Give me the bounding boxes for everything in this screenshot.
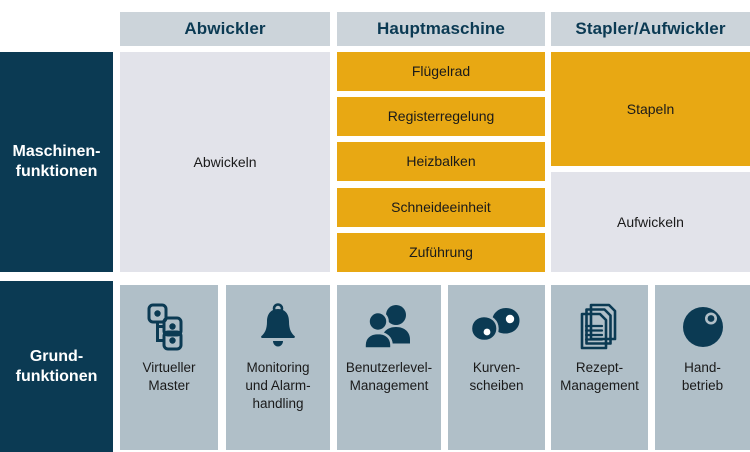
column-header-stapler-aufwickler: Stapler/Aufwickler [551, 12, 750, 46]
machine-function-label: Abwickeln [193, 153, 257, 170]
column-header-label: Stapler/Aufwickler [575, 19, 726, 38]
basic-function-kurvenscheiben: Kurven- scheiben [448, 285, 545, 450]
virtual-master-icon [146, 299, 192, 355]
basic-function-label: Hand- betrieb [681, 360, 724, 394]
basic-function-handbetrieb: Hand- betrieb [655, 285, 750, 450]
cam-discs-icon [469, 299, 524, 355]
basic-function-label: Benutzerlevel- Management [345, 360, 433, 394]
row-label-line1: Grund- [29, 347, 84, 365]
row-label-grundfunktionen: Grund- funktionen [0, 281, 113, 452]
documents-icon [575, 299, 625, 355]
machine-function-label: Schneideeinheit [391, 199, 491, 216]
basic-function-benutzerlevel-management: Benutzerlevel- Management [337, 285, 441, 450]
machine-function-label: Aufwickeln [617, 213, 684, 230]
basic-function-rezept-management: Rezept- Management [551, 285, 648, 450]
basic-function-label: Monitoring und Alarm- handling [245, 360, 311, 412]
machine-function-stapeln: Stapeln [551, 52, 750, 166]
basic-function-label: Virtueller Master [142, 360, 196, 394]
basic-function-label: Kurven- scheiben [469, 360, 524, 394]
basic-function-monitoring-alarmhandling: Monitoring und Alarm- handling [226, 285, 330, 450]
machine-function-label: Registerregelung [387, 108, 495, 125]
machine-function-abwickeln: Abwickeln [120, 52, 330, 272]
machine-function-zufuehrung: Zuführung [337, 233, 545, 272]
column-header-label: Hauptmaschine [377, 19, 505, 38]
users-icon [361, 299, 417, 355]
machine-function-schneideeinheit: Schneideeinheit [337, 188, 545, 227]
machine-function-fluegelrad: Flügelrad [337, 52, 545, 91]
bell-icon [256, 299, 300, 355]
row-label-line2: funktionen [15, 163, 98, 180]
machine-function-label: Stapeln [626, 100, 675, 117]
basic-function-virtueller-master: Virtueller Master [120, 285, 218, 450]
machine-function-aufwickeln: Aufwickeln [551, 172, 750, 272]
machine-function-label: Heizbalken [406, 153, 476, 170]
column-header-label: Abwickler [184, 19, 266, 38]
machine-function-registerregelung: Registerregelung [337, 97, 545, 136]
machine-function-label: Flügelrad [411, 63, 471, 80]
machine-function-label: Zuführung [409, 244, 473, 261]
handwheel-icon [680, 299, 726, 355]
column-header-abwickler: Abwickler [120, 12, 330, 46]
machine-function-heizbalken: Heizbalken [337, 142, 545, 181]
row-label-line2: funktionen [15, 367, 98, 385]
row-label-maschinenfunktionen: Maschinen- funktionen [0, 52, 113, 272]
row-label-line1: Maschinen- [12, 143, 101, 160]
column-header-hauptmaschine: Hauptmaschine [337, 12, 545, 46]
basic-function-label: Rezept- Management [560, 360, 639, 394]
